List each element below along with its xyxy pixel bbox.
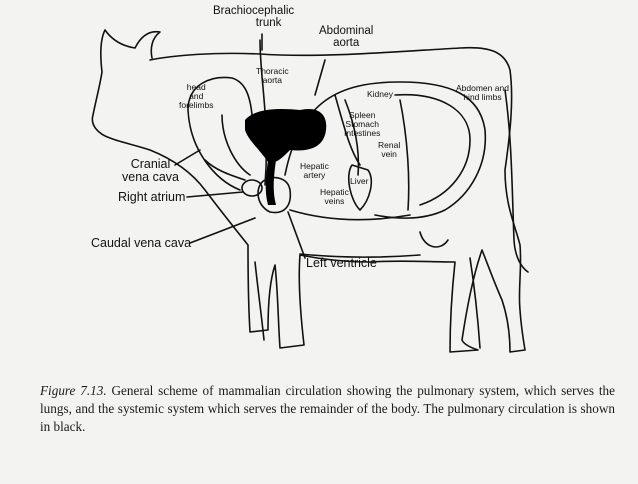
head-loop xyxy=(187,76,253,191)
cow-udder xyxy=(419,231,449,248)
cow-foreleg-rear xyxy=(254,261,265,341)
hepatic-portal xyxy=(344,99,360,176)
leader-atrium xyxy=(186,191,244,198)
label-renal-vein: Renal vein xyxy=(378,140,401,159)
leader-abdominal xyxy=(314,59,326,96)
renal-loop xyxy=(399,99,410,211)
head-loop-inner xyxy=(221,114,251,176)
label-right-atrium: Right atrium xyxy=(118,190,186,204)
liver xyxy=(348,164,372,211)
pulmonary-artery xyxy=(265,160,276,205)
cranial-vena-cava-vessel xyxy=(204,159,246,181)
leader-ventricle xyxy=(287,211,306,259)
cow-outline xyxy=(91,29,526,353)
label-left-ventricle: Left ventricle xyxy=(306,256,377,270)
gut-loop xyxy=(334,94,361,166)
caudal-vena-cava-vessel xyxy=(289,209,411,221)
brachiocephalic-vessel xyxy=(259,39,268,186)
heart-outline xyxy=(257,176,292,214)
label-caudal-vena-cava: Caudal vena cava xyxy=(91,236,192,250)
leader-cranial xyxy=(174,149,201,166)
label-hepatic-artery: Hepatic artery xyxy=(300,161,329,180)
abdominal-aorta xyxy=(284,81,487,219)
figure-caption: Figure 7.13. General scheme of mammalian… xyxy=(40,382,615,436)
label-cranial-vena-cava: Cranial vena cava xyxy=(122,157,179,185)
caption-text: General scheme of mammalian circulation … xyxy=(40,383,615,434)
lungs xyxy=(245,108,327,163)
leader-caudal xyxy=(189,217,256,244)
cow-tail xyxy=(504,89,529,273)
label-abdominal-aorta: Abdominal aorta xyxy=(319,25,374,50)
figure-number: Figure 7.13. xyxy=(40,383,107,398)
right-atrium-chamber xyxy=(241,179,263,197)
label-abdomen-hindlimbs: Abdomen and hind limbs xyxy=(456,83,509,102)
label-thoracic-aorta: Thoracic aorta xyxy=(256,66,289,85)
cow-hindleg-rear xyxy=(469,257,481,349)
pulmonary-circulation xyxy=(245,108,327,205)
label-liver: Liver xyxy=(350,176,369,186)
label-hepatic-veins: Hepatic veins xyxy=(320,187,349,206)
label-kidney: Kidney xyxy=(367,89,393,99)
label-brachiocephalic-trunk: Brachiocephalic trunk xyxy=(213,5,295,30)
label-head-forelimbs: head and forelimbs xyxy=(179,82,214,110)
cow-belly xyxy=(299,253,421,258)
hindlimb-loop-inner xyxy=(394,93,471,206)
label-spleen-stomach-intestines: Spleen Stomach Intestines xyxy=(344,110,381,138)
